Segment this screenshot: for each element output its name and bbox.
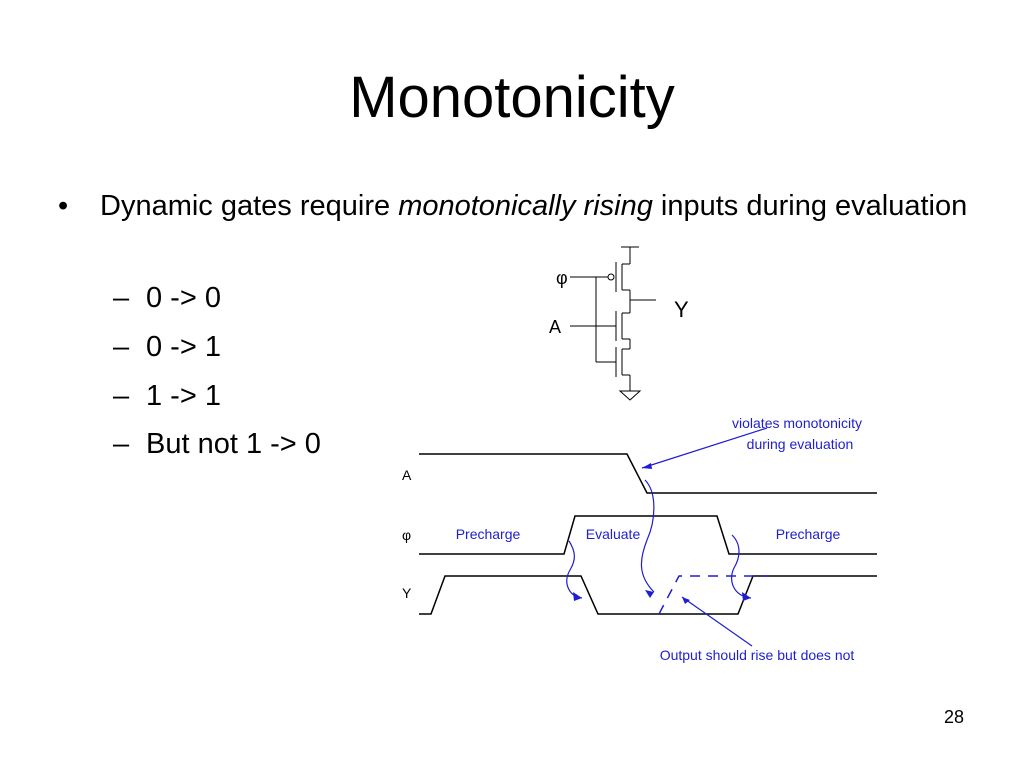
timing-label-a: A (402, 467, 412, 483)
dynamic-gate-schematic (570, 246, 656, 401)
bullet-suffix: inputs during evaluation (652, 190, 968, 222)
dash-icon: – (113, 282, 130, 314)
waveform-phi (419, 515, 877, 555)
arrowhead-icon (682, 597, 690, 604)
waveform-a (419, 453, 877, 494)
slide-title: Monotonicity (349, 65, 675, 130)
sub-bullet-text: But not 1 -> 0 (146, 428, 321, 460)
dash-icon: – (113, 428, 130, 460)
callout-arrows (566, 427, 768, 647)
dash-icon: – (113, 380, 130, 412)
arrowhead-icon (645, 590, 654, 598)
arrowhead-icon (642, 463, 652, 469)
dash-icon: – (113, 331, 130, 363)
arrowhead-icon (573, 592, 582, 601)
arrowhead-icon (742, 592, 751, 601)
schematic-clock-label: φ (556, 268, 568, 288)
schematic-output-label: Y (674, 297, 689, 322)
bullet-emphasis: monotonically rising (398, 190, 653, 222)
ground-icon (618, 390, 642, 401)
bullet-dot-icon: • (58, 190, 69, 222)
waveform-y (419, 575, 877, 615)
expected-y-dashed (658, 575, 768, 615)
nmos-foot-transistor (596, 347, 630, 377)
annotation-violates-line1: violates monotonicity (732, 415, 862, 431)
phase-precharge-label: Precharge (456, 526, 521, 542)
phase-evaluate-label: Evaluate (586, 526, 641, 542)
sub-bullet-text: 1 -> 1 (146, 380, 221, 412)
annotation-output: Output should rise but does not (660, 647, 855, 663)
slide-number: 28 (943, 707, 964, 727)
arrow-precharge (730, 534, 752, 599)
arrow-violates (641, 427, 768, 469)
sub-bullet-text: 0 -> 1 (146, 331, 221, 363)
schematic-input-label: A (549, 317, 561, 337)
sub-bullet-text: 0 -> 0 (146, 282, 221, 314)
annotation-violates-line2: during evaluation (747, 436, 854, 452)
phase-precharge-label: Precharge (776, 526, 841, 542)
arrow-precharge (566, 540, 583, 599)
nmos-input-transistor (570, 311, 630, 341)
bullet-prefix: Dynamic gates require (100, 190, 399, 222)
arrowheads (573, 463, 751, 604)
timing-label-y: Y (402, 585, 412, 601)
main-bullet-text: Dynamic gates require monotonically risi… (100, 186, 970, 226)
pmos-transistor (596, 262, 630, 292)
timing-label-phi: φ (402, 527, 411, 543)
arrow-output (681, 596, 753, 647)
arrow-evaluate (640, 479, 655, 593)
